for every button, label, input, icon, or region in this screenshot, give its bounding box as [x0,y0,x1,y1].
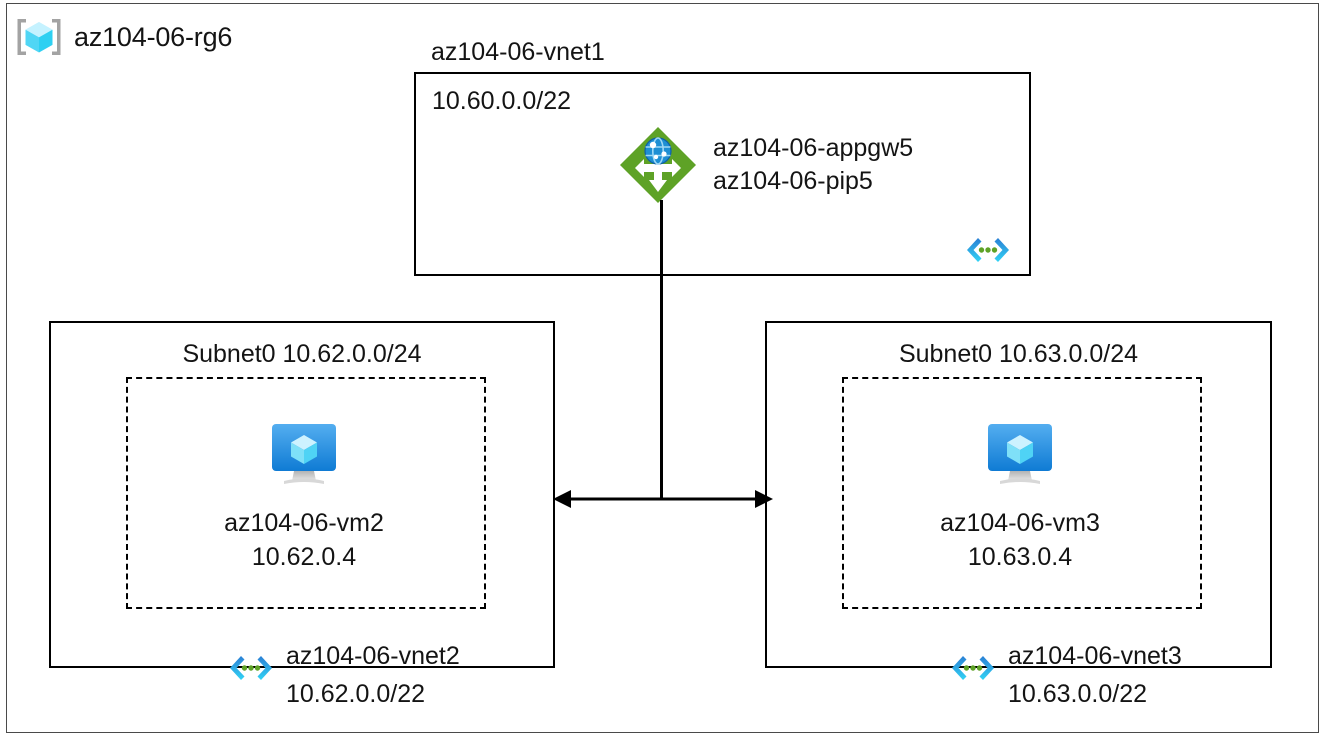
vm3-node[interactable]: az104-06-vm3 10.63.0.4 [890,419,1150,575]
vm2-name: az104-06-vm2 [224,509,384,537]
resource-group-name: az104-06-rg6 [74,21,233,52]
vm2-private-ip: 10.62.0.4 [251,542,357,571]
vm3-labels: az104-06-vm3 10.63.0.4 [890,507,1150,575]
virtual-machine-icon [174,419,434,491]
vnet2-subnet-label: Subnet0 10.62.0.0/24 [182,340,422,368]
application-gateway-node[interactable]: az104-06-appgw5 az104-06-pip5 [617,124,913,206]
vnet3-box: Subnet0 10.63.0.0/24 [765,321,1272,668]
vnet2-virtual-network-icon [227,653,275,683]
application-gateway-name: az104-06-appgw5 [713,134,914,162]
vnet2-labels: az104-06-vnet2 10.62.0.0/22 [286,640,586,710]
vnet1-box: 10.60.0.0/22 [414,72,1031,276]
application-gateway-labels: az104-06-appgw5 az104-06-pip5 [713,124,913,198]
resource-group-header: az104-06-rg6 [14,14,232,60]
bidirectional-peering-arrow [553,490,773,508]
vnet3-name: az104-06-vnet3 [1008,642,1182,670]
virtual-machine-icon [890,419,1150,491]
vm2-node[interactable]: az104-06-vm2 10.62.0.4 [174,419,434,575]
resource-group-cube-icon [14,14,64,60]
vm3-private-ip: 10.63.0.4 [967,542,1073,571]
vnet2-subnet-dashed-box [126,377,486,609]
vnet1-address-space: 10.60.0.0/22 [432,87,572,115]
vnet3-subnet-dashed-box [842,377,1202,609]
vnet3-address-space: 10.63.0.0/22 [1008,680,1148,708]
vnet3-labels: az104-06-vnet3 10.63.0.0/22 [1008,640,1308,710]
vnet2-name: az104-06-vnet2 [286,642,460,670]
vnet3-subnet-label: Subnet0 10.63.0.0/24 [898,340,1139,368]
vnet1-name-label: az104-06-vnet1 [431,38,605,66]
public-ip-name: az104-06-pip5 [713,167,873,195]
vnet3-virtual-network-icon [949,653,997,683]
vm2-labels: az104-06-vm2 10.62.0.4 [174,507,434,575]
vnet2-box: Subnet0 10.62.0.0/24 [49,321,555,668]
vm3-name: az104-06-vm3 [940,509,1100,537]
vnet1-virtual-network-icon [964,235,1012,265]
application-gateway-icon [617,124,699,206]
vnet2-address-space: 10.62.0.0/22 [286,680,426,708]
gateway-to-peering-line [660,200,663,499]
